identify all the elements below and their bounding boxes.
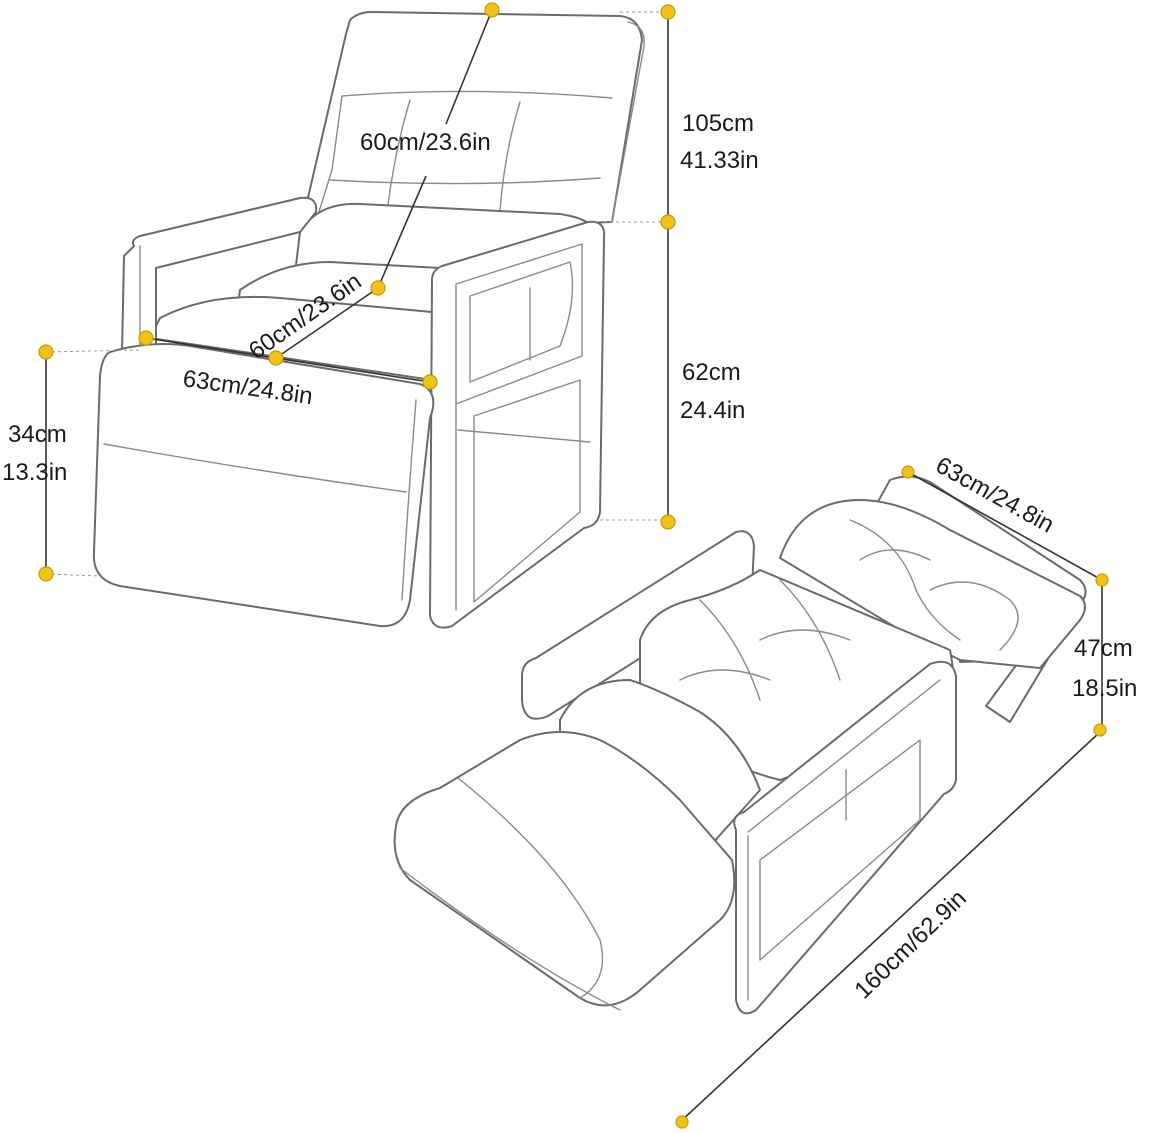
bed-height-in-label: 18.5in [1072,675,1137,702]
upright-chair-illustration [92,11,645,629]
marker-dot [484,2,500,18]
marker-dot [675,1115,689,1129]
marker-dot [901,465,915,479]
arm-height-in-label: 24.4in [680,397,745,424]
bed-length-label: 160cm/62.9in [849,885,971,1005]
back-height-in-label: 41.33in [680,147,759,174]
marker-dot [138,330,154,346]
marker-dot [268,350,284,366]
dimension-lines [45,9,1103,1123]
footrest-height-in-label: 13.3in [2,459,67,486]
marker-dot [38,566,54,582]
dimension-markers [38,2,1109,1129]
marker-dot [660,514,676,530]
marker-dot [660,4,676,20]
bed-height-cm-label: 47cm [1074,635,1133,662]
marker-dot [38,344,54,360]
back-width-label: 60cm/23.6in [360,129,491,156]
arm-height-cm-label: 62cm [682,359,741,386]
footrest-height-cm-label: 34cm [8,421,67,448]
back-height-cm-label: 105cm [682,110,754,137]
marker-dot [370,280,386,296]
marker-dot [422,374,438,390]
bed-chair-illustration [393,475,1087,1015]
marker-dot [1093,723,1107,737]
marker-dot [1095,573,1109,587]
marker-dot [660,214,676,230]
